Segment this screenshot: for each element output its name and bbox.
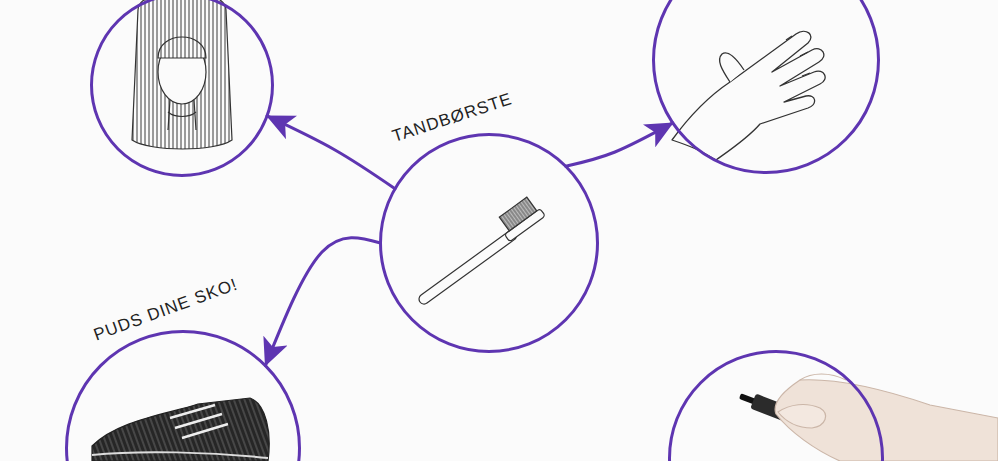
- hand-drawing: [672, 31, 825, 160]
- circle-border: [381, 135, 598, 352]
- curved-arrow: [566, 123, 673, 166]
- circle-outline: [652, 0, 880, 174]
- handwritten-label: TANDBØRSTE: [390, 90, 515, 146]
- woman-face: [132, 0, 232, 149]
- circle-outline: [379, 133, 599, 353]
- circle-outline: [668, 350, 884, 461]
- curved-arrow: [267, 116, 395, 189]
- mind-map-circle: [652, 0, 880, 174]
- circle-outline: [65, 330, 301, 461]
- circle-border: [92, 0, 273, 176]
- curved-arrow: [265, 238, 380, 366]
- hand-with-marker: [737, 374, 998, 461]
- mind-map-circle: [668, 350, 884, 461]
- circle-border: [670, 352, 883, 461]
- circle-outline: [90, 0, 274, 177]
- mind-map-circle: TANDBØRSTE: [379, 133, 599, 353]
- shoe: [92, 398, 269, 461]
- mind-map-circle: [90, 0, 274, 177]
- mind-map-circle: PUDS DINE SKO!: [65, 330, 301, 461]
- toothbrush: [407, 195, 546, 306]
- circle-border: [67, 332, 300, 461]
- circle-border: [654, 0, 879, 173]
